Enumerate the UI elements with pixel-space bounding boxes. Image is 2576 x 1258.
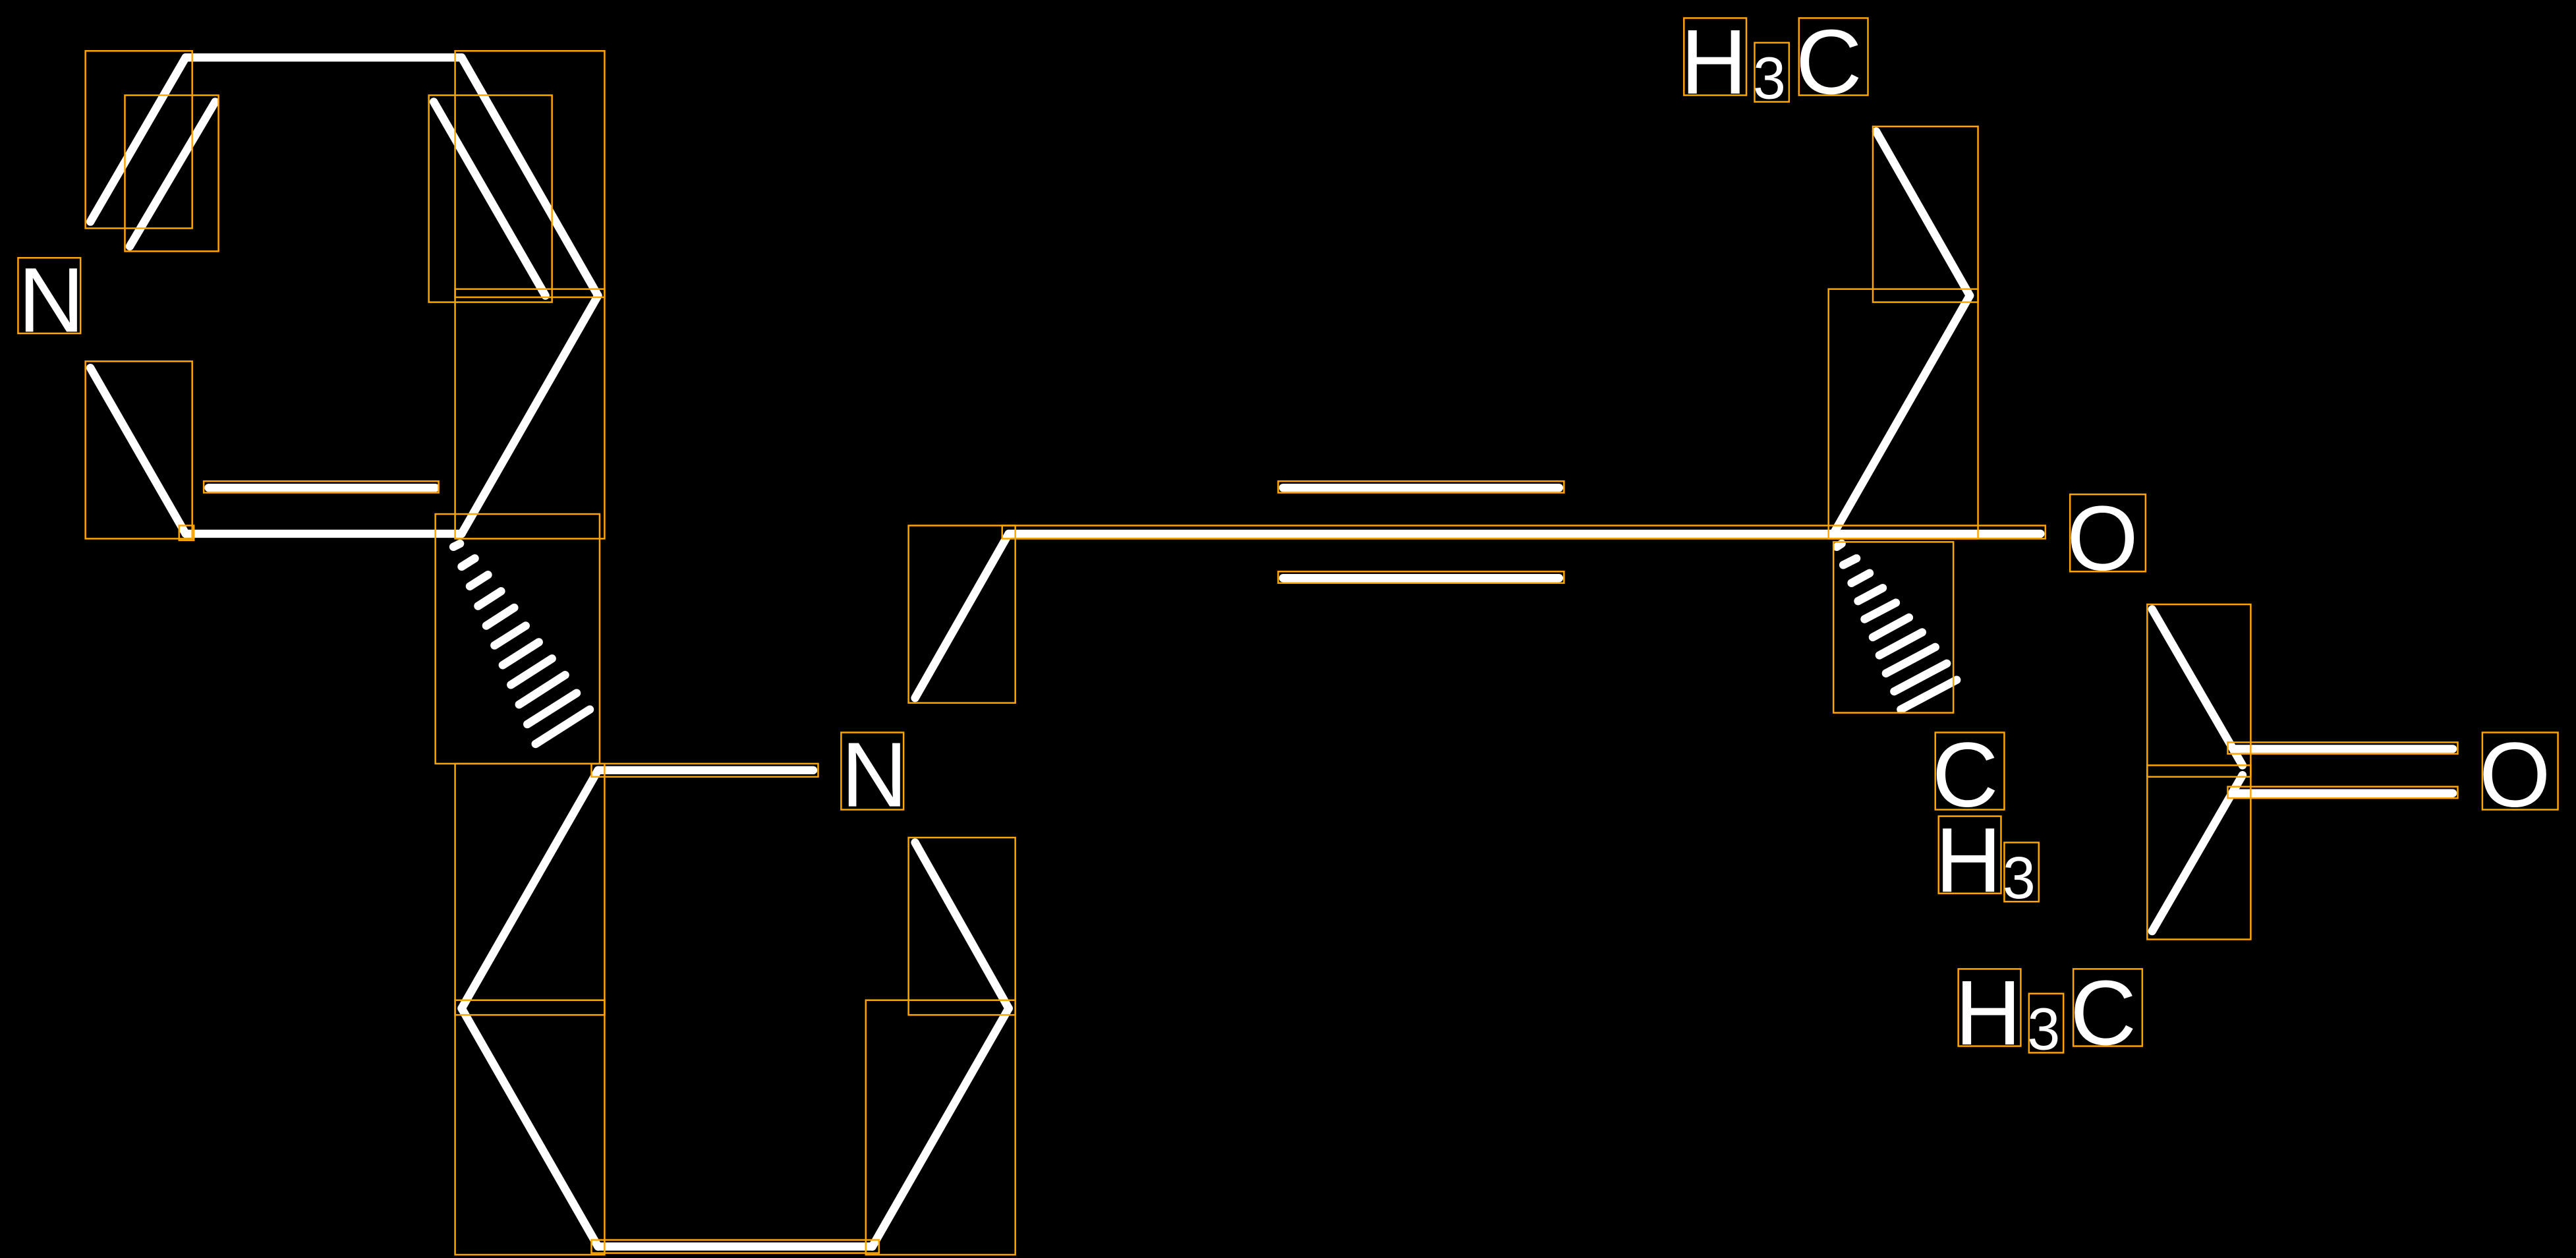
bond: [457, 53, 602, 300]
bond: [911, 529, 1013, 702]
atom-label-o-carbonyl: O: [2479, 724, 2551, 826]
atom-label-n1: N: [18, 248, 84, 351]
bond: [2148, 605, 2247, 770]
bond: [1829, 291, 1974, 538]
atom-label-subscript: 3: [2027, 997, 2060, 1063]
acetyl-group: [2148, 605, 2457, 936]
annotation-boxes: [17, 17, 2559, 1256]
bond: [2148, 771, 2247, 936]
atom-label-subscript: 3: [1753, 46, 1786, 112]
alkyne-chain: [911, 127, 2045, 702]
methyl-label-top: H 3 C: [1680, 11, 1862, 113]
atom-label-h: H: [1955, 961, 2022, 1064]
atom-label-h: H: [1680, 11, 1747, 113]
atom-label-c: C: [2070, 961, 2136, 1064]
pyridine-ring: [86, 53, 602, 538]
lower-ring: [457, 766, 1013, 1251]
atom-label-h: H: [1935, 809, 2002, 911]
bond: [911, 838, 1013, 1013]
bond: [1872, 127, 1974, 300]
bond: [457, 291, 602, 538]
atom-label-subscript: 3: [2003, 845, 2036, 911]
methyl-label-mid: C H 3: [1932, 724, 2036, 912]
hashed-wedge-bond-2: [1832, 539, 1961, 714]
methyl-label-bottom: H 3 C: [1955, 961, 2136, 1064]
bond: [868, 1004, 1013, 1251]
atom-label-c: C: [1796, 11, 1862, 113]
bond: [457, 1004, 602, 1251]
bond: [86, 364, 190, 538]
atom-label-n2: N: [841, 724, 907, 826]
atom-label-o-ether: O: [2067, 487, 2138, 590]
bond: [457, 766, 602, 1013]
bond: [86, 53, 190, 226]
bond: [429, 98, 550, 300]
hashed-wedge-bond: [449, 539, 594, 749]
bond: [125, 98, 219, 251]
atom-label-c: C: [1932, 724, 1999, 826]
